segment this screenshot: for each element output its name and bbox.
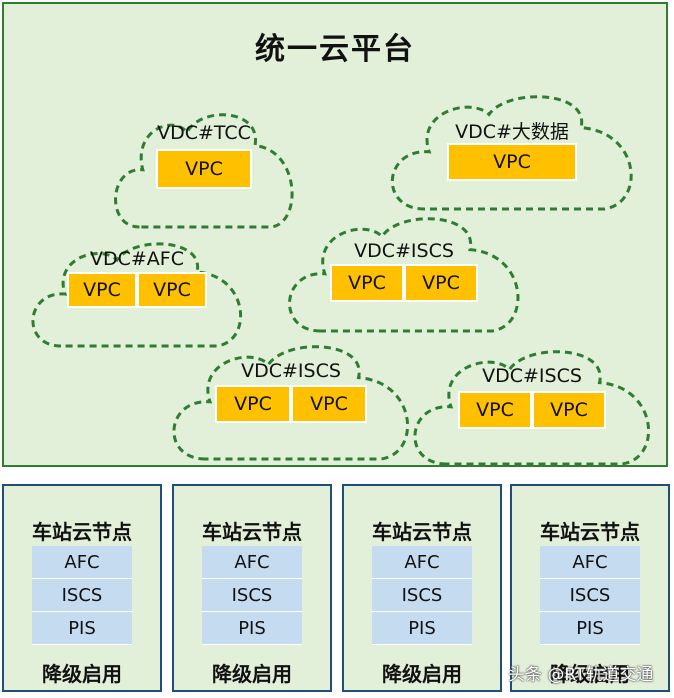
system-item: ISCS: [372, 579, 472, 612]
vdc-label: VDC#TCC: [157, 122, 251, 144]
watermark: 头条 @RT轨道交通: [508, 665, 654, 685]
station-footer: 降级启用: [382, 662, 462, 686]
system-item: ISCS: [32, 579, 132, 612]
system-item: PIS: [540, 612, 640, 645]
vpc-box: VPC: [330, 264, 404, 302]
vpc-box: VPC: [67, 272, 137, 308]
station-footer: 降级启用: [550, 662, 630, 686]
vpc-box: VPC: [137, 272, 207, 308]
station-title: 车站云节点: [202, 520, 302, 544]
station-footer: 降级启用: [42, 662, 122, 686]
vpc-box: VPC: [156, 149, 252, 189]
system-item: PIS: [372, 612, 472, 645]
station-title: 车站云节点: [372, 520, 472, 544]
vpc-box: VPC: [291, 385, 367, 423]
vdc-label: VDC#AFC: [89, 248, 185, 270]
vdc-label: VDC#ISCS: [241, 360, 341, 382]
vpc-box: VPC: [447, 143, 577, 181]
platform-title: 统一云平台: [255, 32, 415, 67]
vdc-label: VDC#大数据: [455, 121, 569, 143]
system-item: PIS: [32, 612, 132, 645]
system-item: ISCS: [540, 579, 640, 612]
system-item: ISCS: [202, 579, 302, 612]
station-title: 车站云节点: [540, 520, 640, 544]
station-footer: 降级启用: [212, 662, 292, 686]
vpc-box: VPC: [215, 385, 291, 423]
system-item: AFC: [372, 546, 472, 579]
system-item: AFC: [32, 546, 132, 579]
vdc-label: VDC#ISCS: [482, 365, 582, 387]
vdc-label: VDC#ISCS: [354, 240, 454, 262]
station-title: 车站云节点: [32, 520, 132, 544]
system-item: AFC: [540, 546, 640, 579]
vpc-box: VPC: [458, 391, 532, 429]
system-item: PIS: [202, 612, 302, 645]
vpc-box: VPC: [532, 391, 606, 429]
vpc-box: VPC: [404, 264, 478, 302]
system-item: AFC: [202, 546, 302, 579]
